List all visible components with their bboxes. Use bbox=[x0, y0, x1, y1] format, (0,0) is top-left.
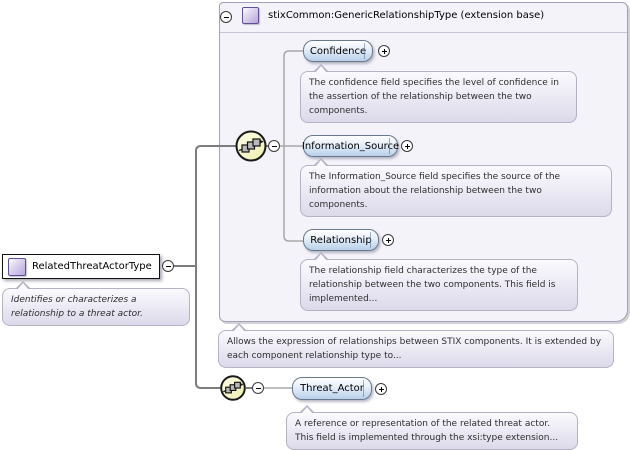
expand-icon-information-source[interactable] bbox=[401, 140, 413, 152]
element-threat-actor[interactable]: Threat_Actor bbox=[292, 377, 372, 400]
collapse-icon-extension-base[interactable] bbox=[220, 11, 232, 23]
element-information-source[interactable]: Information_Source bbox=[301, 135, 400, 157]
element-confidence[interactable]: Confidence bbox=[303, 40, 373, 62]
doc-information-source: The Information_Source field specifies t… bbox=[300, 158, 612, 217]
doc-threat-actor: A reference or representation of the rel… bbox=[286, 405, 578, 450]
sequence-icon-extension[interactable] bbox=[220, 375, 246, 401]
extension-base-header bbox=[220, 3, 627, 33]
complex-type-icon bbox=[8, 257, 26, 276]
element-information-source-label: Information_Source bbox=[301, 140, 400, 152]
expand-icon-confidence[interactable] bbox=[378, 45, 390, 57]
element-threat-actor-label: Threat_Actor bbox=[300, 383, 364, 394]
sequence-icon-base[interactable] bbox=[235, 130, 267, 162]
element-relationship[interactable]: Relationship bbox=[303, 229, 379, 251]
collapse-icon-root[interactable] bbox=[162, 260, 174, 272]
extension-base-title: stixCommon:GenericRelationshipType (exte… bbox=[268, 10, 545, 21]
element-confidence-label: Confidence bbox=[309, 45, 367, 57]
doc-confidence: The confidence field specifies the level… bbox=[300, 64, 577, 123]
doc-relationship: The relationship field characterizes the… bbox=[300, 252, 578, 311]
expand-icon-relationship[interactable] bbox=[382, 234, 394, 246]
collapse-icon-base-sequence[interactable] bbox=[268, 140, 280, 152]
collapse-icon-extension-sequence[interactable] bbox=[252, 382, 264, 394]
complex-type-icon bbox=[242, 7, 259, 24]
element-relationship-label: Relationship bbox=[310, 234, 372, 246]
expand-icon-threat-actor[interactable] bbox=[375, 383, 387, 395]
root-type-box[interactable]: RelatedThreatActorType bbox=[2, 254, 160, 279]
doc-root: Identifies or characterizes a relationsh… bbox=[2, 281, 190, 326]
root-type-label: RelatedThreatActorType bbox=[32, 261, 152, 272]
doc-extension-base: Allows the expression of relationships b… bbox=[218, 323, 614, 368]
